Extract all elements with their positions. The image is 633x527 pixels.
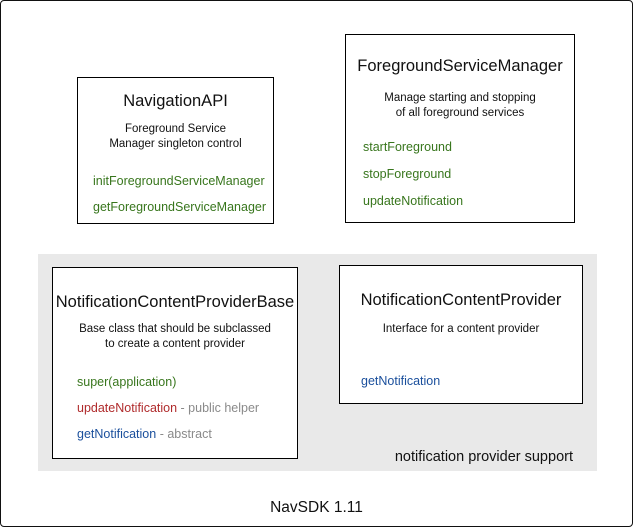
class-box-notification-content-provider: NotificationContentProvider Interface fo…	[339, 265, 583, 404]
panel-label: notification provider support	[394, 449, 573, 465]
class-title: NotificationContentProviderBase	[55, 293, 295, 311]
class-box-navigation-api: NavigationAPI Foreground Service Manager…	[77, 77, 274, 224]
notification-provider-panel: NotificationContentProviderBase Base cla…	[38, 254, 597, 471]
method-list: getNotification	[340, 371, 582, 391]
class-title: ForegroundServiceManager	[357, 57, 563, 75]
class-box-foreground-service-manager: ForegroundServiceManager Manage starting…	[345, 34, 575, 223]
class-title: NotificationContentProvider	[360, 291, 562, 309]
description-line: Interface for a content provider	[382, 323, 540, 335]
description-line: Manager singleton control	[109, 138, 242, 150]
method-row: super(application)	[77, 372, 297, 392]
description-line: Manage starting and stopping	[384, 92, 536, 104]
sdk-version-label: NavSDK 1.11	[270, 499, 363, 516]
method-row: updateNotification	[363, 191, 574, 211]
class-title: NavigationAPI	[123, 92, 228, 110]
method-row: getForegroundServiceManager	[93, 197, 273, 217]
method-name: getNotification	[361, 374, 441, 388]
class-description: Foreground Service Manager singleton con…	[78, 122, 273, 152]
class-description: Base class that should be subclassed to …	[53, 322, 297, 352]
method-name: startForeground	[363, 140, 452, 154]
method-row: updateNotification - public helper	[77, 398, 297, 418]
method-name: super(application)	[77, 375, 177, 389]
method-name: updateNotification	[363, 194, 464, 208]
method-row: startForeground	[363, 137, 574, 157]
method-row: getNotification	[361, 371, 582, 391]
method-name: updateNotification	[77, 401, 178, 415]
description-line: Foreground Service	[125, 123, 226, 135]
method-list: startForeground stopForeground updateNot…	[346, 137, 574, 211]
method-list: initForegroundServiceManager getForegrou…	[78, 171, 273, 217]
description-line: of all foreground services	[395, 107, 525, 119]
method-name: getForegroundServiceManager	[93, 200, 267, 214]
method-row: initForegroundServiceManager	[93, 171, 273, 191]
class-box-notification-content-provider-base: NotificationContentProviderBase Base cla…	[52, 267, 298, 459]
method-name: stopForeground	[363, 167, 452, 181]
method-row: stopForeground	[363, 164, 574, 184]
description-line: to create a content provider	[105, 338, 245, 350]
description-line: Base class that should be subclassed	[79, 323, 271, 335]
class-description: Interface for a content provider	[340, 322, 582, 337]
method-annotation: - public helper	[177, 401, 260, 415]
method-name: getNotification	[77, 427, 157, 441]
method-name: initForegroundServiceManager	[93, 174, 265, 188]
method-list: super(application) updateNotification - …	[53, 372, 297, 444]
method-row: getNotification - abstract	[77, 424, 297, 444]
class-description: Manage starting and stopping of all fore…	[346, 91, 574, 121]
method-annotation: - abstract	[156, 427, 212, 441]
